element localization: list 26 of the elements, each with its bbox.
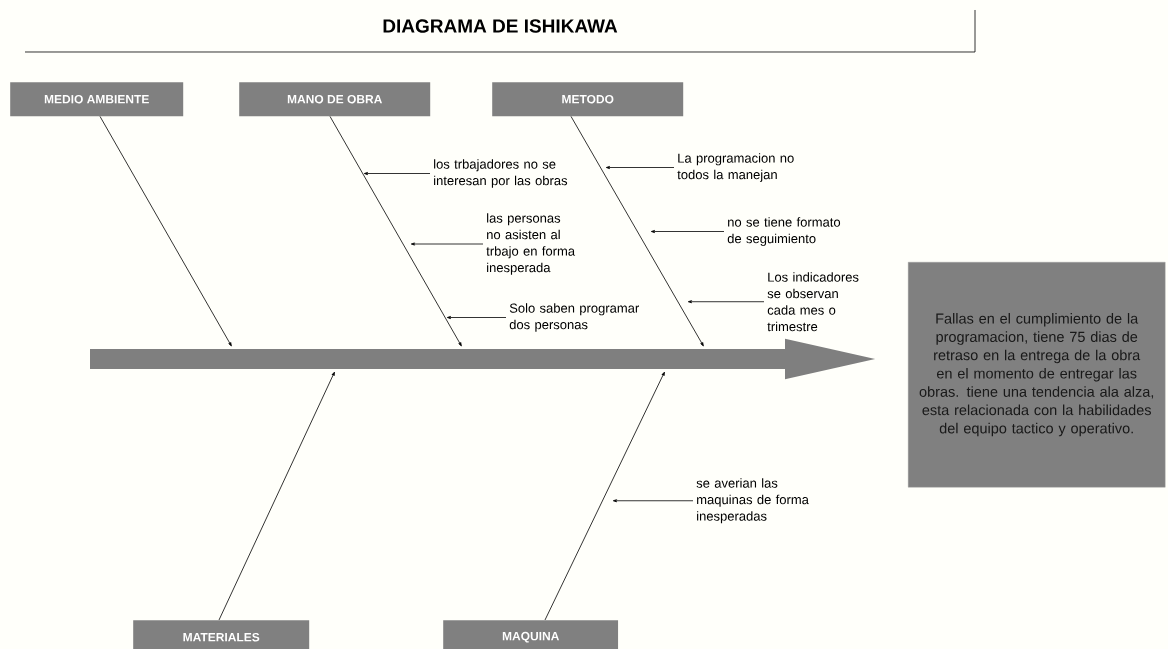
arrow [687, 300, 765, 304]
cause-text: no se tiene formato de seguimiento [727, 217, 841, 246]
arrow [544, 371, 665, 621]
arrow [410, 242, 484, 246]
arrow [570, 116, 704, 347]
category-box: MANO DE OBRA [239, 82, 431, 117]
cause-text: La programacion no todos la manejan [677, 153, 794, 182]
arrow [605, 166, 675, 170]
category-box: METODO [492, 82, 684, 117]
arrow [446, 316, 507, 320]
category-box: MAQUINA [443, 620, 619, 649]
cause-text: los trbajadores no se interesan por las obras [434, 159, 568, 188]
category-box: MEDIO AMBIENTE [10, 82, 184, 117]
arrow [99, 116, 232, 347]
arrow [650, 230, 725, 234]
arrow [218, 371, 335, 621]
cause-text: se averian las maquinas de forma inesperadas [696, 478, 809, 524]
cause-text: Solo saben programar dos personas [509, 303, 639, 332]
title: DIAGRAMA DE ISHIKAWA [383, 19, 618, 33]
category-box: MATERIALES [133, 620, 310, 649]
cause-text: las personas no asisten al trbajo en forma inesperada [486, 213, 576, 275]
arrow [363, 172, 431, 176]
arrow [612, 499, 694, 503]
cause-text: Los indicadores se observan cada mes o trimestre [767, 272, 859, 332]
effect-box: Fallas en el cumplimiento de la programacion, tiene 75 dias de retraso en la entrega de la obra en el momento de entregar las obras. tiene una tendencia ala alza, esta relacionada con la habilidades del equipo tactico y operativo. [908, 262, 1166, 488]
arrow [329, 116, 462, 347]
